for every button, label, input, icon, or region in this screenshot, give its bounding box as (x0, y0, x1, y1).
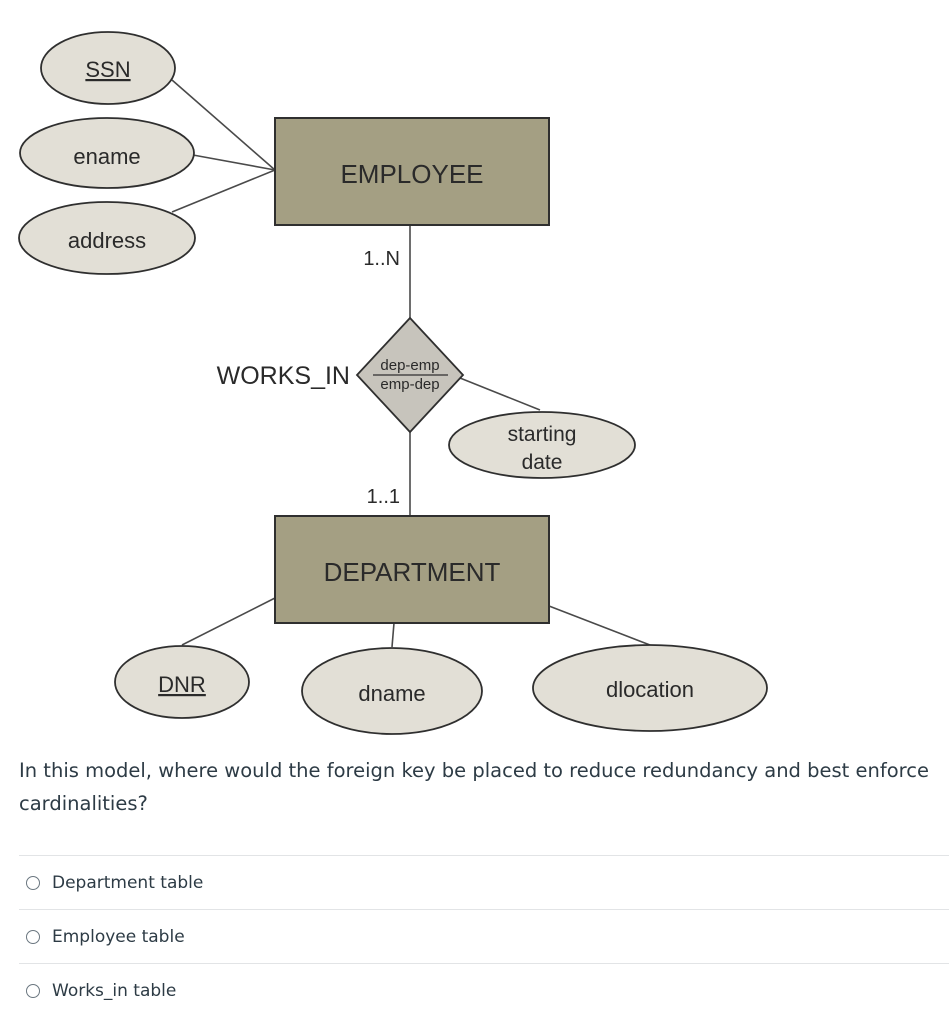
entity-department: DEPARTMENT (274, 515, 550, 624)
line-address-employee (171, 169, 276, 213)
line-department-dname (391, 622, 395, 648)
option-department-table[interactable]: Department table (19, 856, 949, 910)
relationship-name-label: WORKS_IN (217, 362, 350, 390)
attribute-dlocation: dlocation (532, 644, 768, 732)
er-diagram: SSN ename address starting date DNR dnam… (18, 31, 768, 735)
attribute-ssn: SSN (40, 31, 176, 105)
attribute-starting-date-line2: date (522, 451, 563, 474)
relationship-works-in: dep-emp emp-dep (355, 316, 465, 434)
entity-department-label: DEPARTMENT (324, 557, 501, 587)
option-label: Employee table (52, 926, 185, 947)
attribute-dnr: DNR (114, 645, 250, 719)
radio-button[interactable] (26, 875, 40, 890)
line-relationship-startingdate (454, 375, 541, 411)
question-text: In this model, where would the foreign k… (19, 759, 929, 815)
attribute-dlocation-label: dlocation (606, 677, 694, 702)
entity-employee: EMPLOYEE (274, 117, 550, 226)
option-employee-table[interactable]: Employee table (19, 910, 949, 964)
radio-button[interactable] (26, 929, 40, 944)
attribute-dname-label: dname (358, 681, 425, 706)
cardinality-department: 1..1 (367, 486, 400, 508)
cardinality-employee: 1..N (363, 248, 400, 270)
attribute-starting-date-line1: starting (508, 423, 577, 446)
connector-lines (171, 79, 651, 648)
attribute-address-label: address (68, 228, 146, 253)
relationship-role-bottom: emp-dep (380, 376, 439, 393)
attribute-ename: ename (19, 117, 195, 189)
option-label: Department table (52, 872, 204, 893)
option-works-in-table[interactable]: Works_in table (19, 964, 949, 1017)
radio-button[interactable] (26, 983, 40, 998)
line-department-dlocation (548, 605, 651, 646)
relationship-role-top: dep-emp (380, 357, 439, 374)
entity-employee-label: EMPLOYEE (340, 159, 483, 189)
answer-options: Department table Employee table Works_in… (19, 855, 949, 1017)
attribute-address: address (18, 201, 196, 275)
line-ename-employee (192, 154, 276, 171)
attribute-ename-label: ename (73, 144, 140, 169)
attribute-dname: dname (301, 647, 483, 735)
attribute-ssn-label: SSN (85, 57, 130, 82)
option-label: Works_in table (52, 980, 177, 1001)
line-department-dnr (181, 597, 276, 646)
line-ssn-employee (171, 79, 276, 171)
attribute-dnr-label: DNR (158, 672, 206, 697)
attribute-starting-date: starting date (448, 411, 636, 479)
